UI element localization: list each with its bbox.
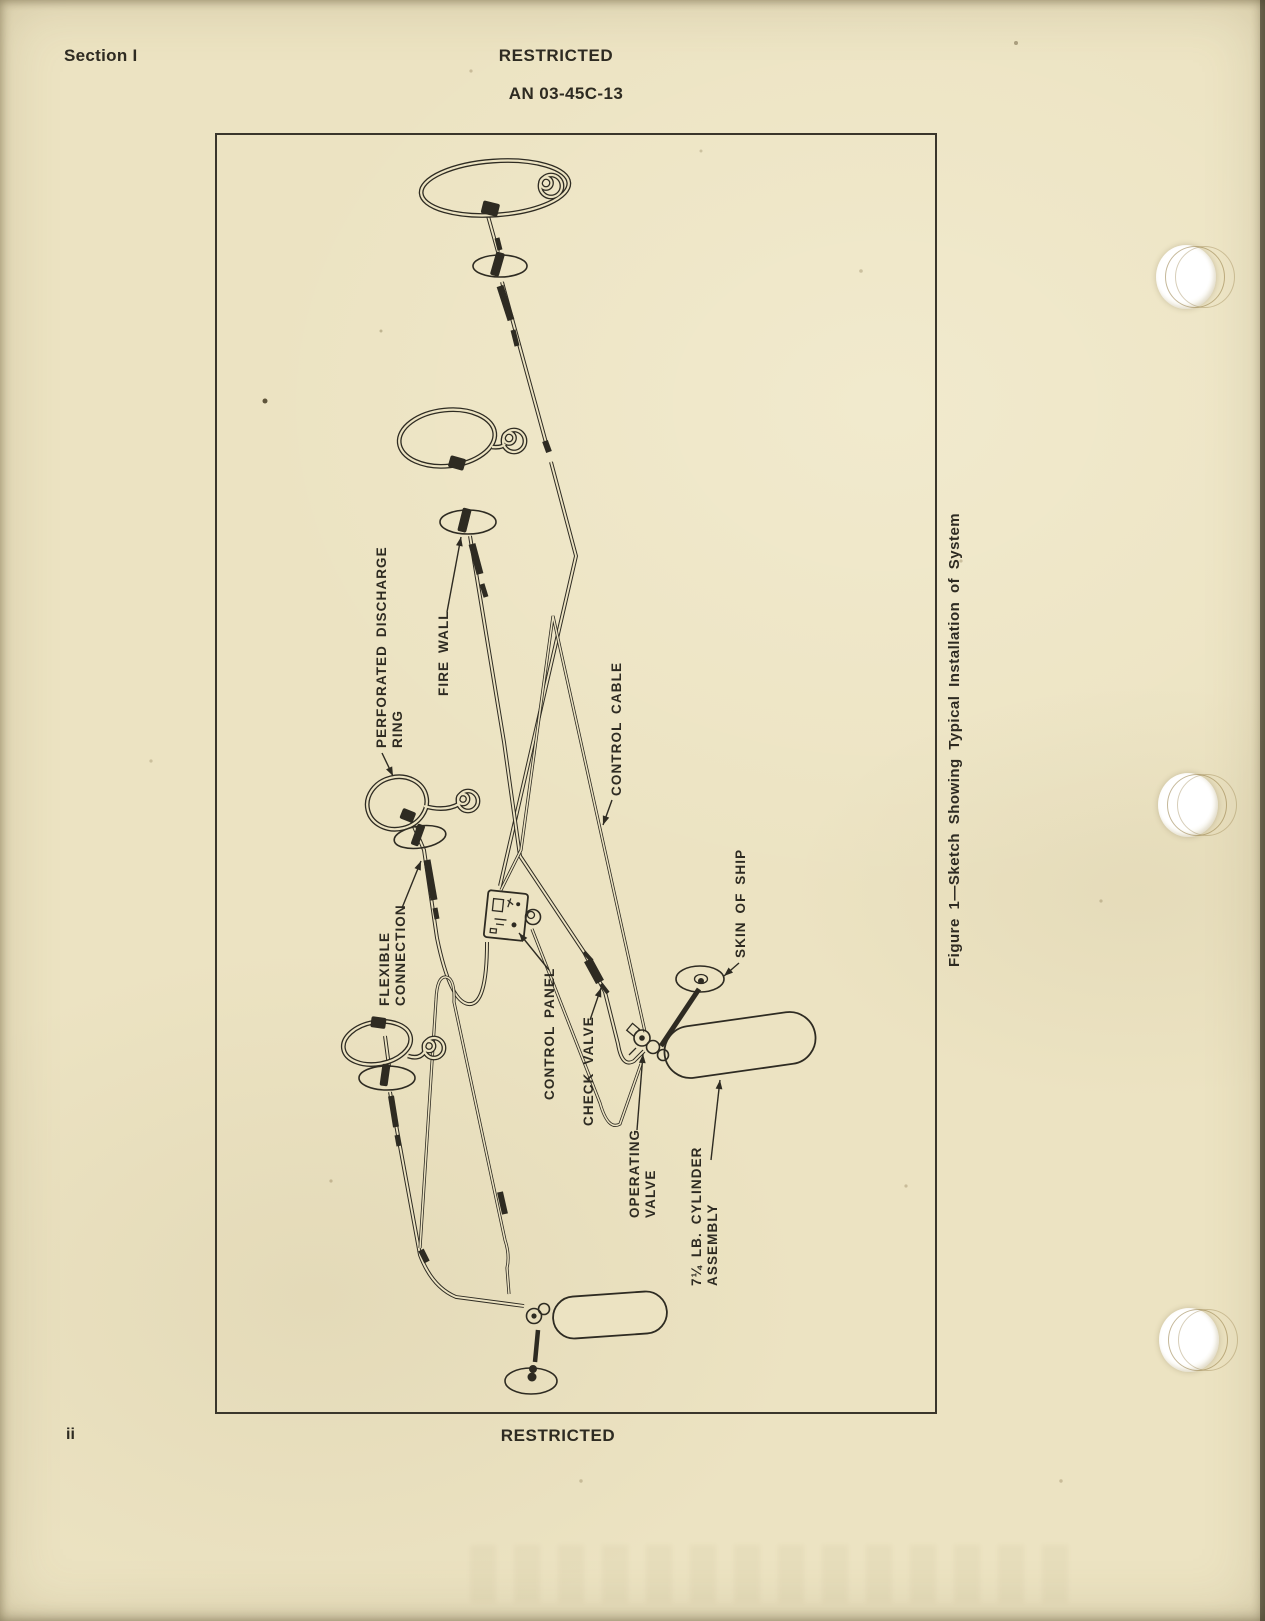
punch-hole-middle — [1158, 773, 1237, 837]
classification-header: RESTRICTED — [498, 46, 614, 65]
doc-number: AN 03-45C-13 — [508, 84, 624, 103]
page-number: ii — [66, 1426, 75, 1443]
figure-border — [215, 133, 937, 1414]
scan-edge — [1260, 0, 1265, 1621]
figure-caption: Figure 1—Sketch Showing Typical Installa… — [946, 512, 963, 967]
section-label: Section I — [64, 46, 138, 65]
classification-footer: RESTRICTED — [500, 1426, 616, 1445]
punch-hole-top — [1156, 245, 1235, 309]
punch-hole-bottom — [1159, 1308, 1238, 1372]
ink-ghosting — [470, 1545, 1080, 1603]
